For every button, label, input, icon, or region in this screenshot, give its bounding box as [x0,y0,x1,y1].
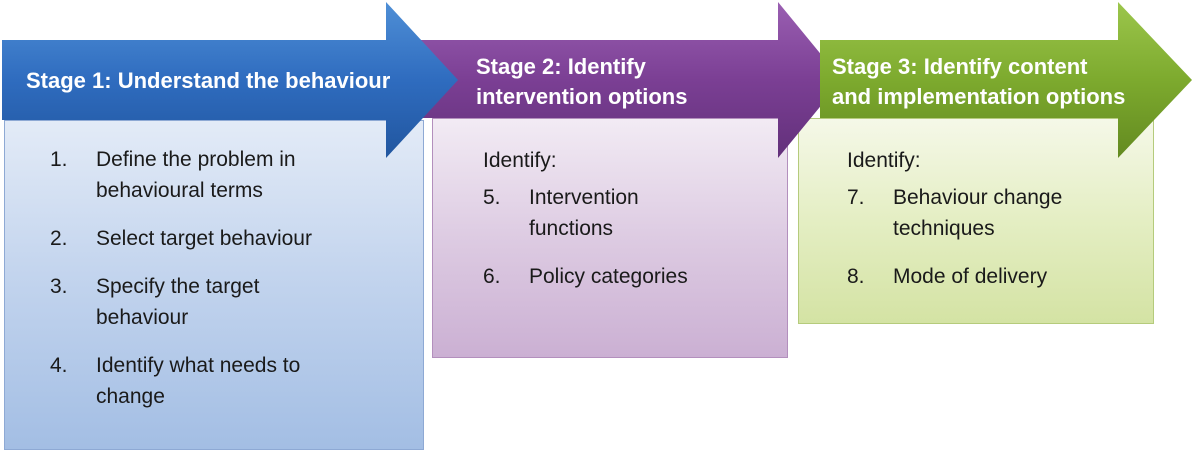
stage-3-title: Stage 3: Identify content and implementa… [832,52,1125,112]
stage-3-arrow [820,2,1192,158]
step-number: 1. [50,148,68,171]
step-text: Define the problem in behavioural terms [96,144,296,206]
step-number: 8. [847,265,865,288]
step-text-line: techniques [893,217,995,240]
stage-2-steps: Identify: 5. Intervention functions 6. P… [483,145,773,309]
stage-1-arrow [2,2,458,158]
stage-1-panel [4,120,424,450]
step-text-line: Policy categories [529,265,688,288]
stage-1-steps: 1. Define the problem in behavioural ter… [50,144,390,429]
stage-2-title-line: intervention options [476,84,688,109]
step-number: 3. [50,275,68,298]
stage-3-title-line: and implementation options [832,84,1126,109]
stage-1-title: Stage 1: Understand the behaviour [26,66,390,96]
step-number: 4. [50,354,68,377]
identify-label: Identify: [847,149,921,172]
step-text-line: Mode of delivery [893,265,1048,288]
step-text: Mode of delivery [893,261,1047,292]
stage-2-title-line: Stage 2: Identify [476,54,646,79]
identify-label: Identify: [483,149,557,172]
step-text: Select target behaviour [96,223,312,254]
step-text-line: Select target behaviour [96,227,312,250]
step-item: 7. Behaviour change techniques [847,182,1137,244]
step-item: 2. Select target behaviour [50,223,390,254]
step-text-line: Define the problem in [96,148,296,171]
step-item: 5. Intervention functions [483,182,773,244]
stage-1-title-line: Stage 1: Understand the behaviour [26,68,391,93]
step-text-line: behavioural terms [96,179,263,202]
step-text: Intervention functions [529,182,639,244]
step-text: Policy categories [529,261,688,292]
step-number: 5. [483,186,501,209]
step-text-line: behaviour [96,306,189,329]
step-text-line: change [96,385,165,408]
step-text-line: Identify what needs to [96,354,301,377]
step-text: Behaviour change techniques [893,182,1062,244]
stage-3-steps: Identify: 7. Behaviour change techniques… [847,145,1137,309]
stage-2-arrow [420,2,842,158]
step-text-line: functions [529,217,614,240]
stage-3-title-line: Stage 3: Identify content [832,54,1088,79]
step-item: 4. Identify what needs to change [50,350,390,412]
step-number: 6. [483,265,501,288]
stage-2-panel [432,118,788,358]
step-text-line: Intervention [529,186,639,209]
stage-2-title: Stage 2: Identify intervention options [476,52,687,112]
step-text-line: Behaviour change [893,186,1063,209]
step-item: 6. Policy categories [483,261,773,292]
step-item: 1. Define the problem in behavioural ter… [50,144,390,206]
step-text: Identify what needs to change [96,350,300,412]
step-text: Specify the target behaviour [96,271,259,333]
step-number: 7. [847,186,865,209]
step-item: 3. Specify the target behaviour [50,271,390,333]
step-number: 2. [50,227,68,250]
step-item: 8. Mode of delivery [847,261,1137,292]
step-text-line: Specify the target [96,275,260,298]
stage-3-panel [798,118,1154,324]
